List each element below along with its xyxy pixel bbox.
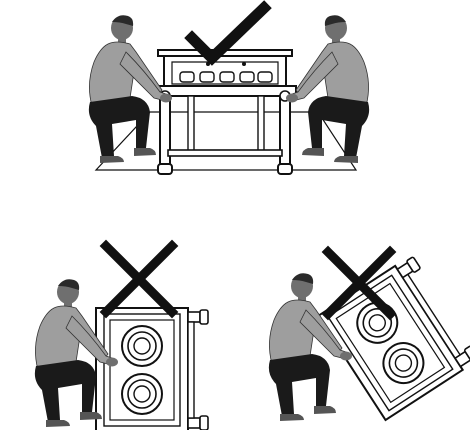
appliance-tilted <box>318 255 470 420</box>
panel-wrong-vertical <box>35 246 208 430</box>
person-lifting-tilted <box>269 273 352 421</box>
panel-wrong-tilted <box>269 252 470 421</box>
person-right <box>286 15 369 163</box>
panel-correct <box>89 8 369 174</box>
appliance-on-side <box>96 308 208 430</box>
cross-icon <box>106 246 172 312</box>
